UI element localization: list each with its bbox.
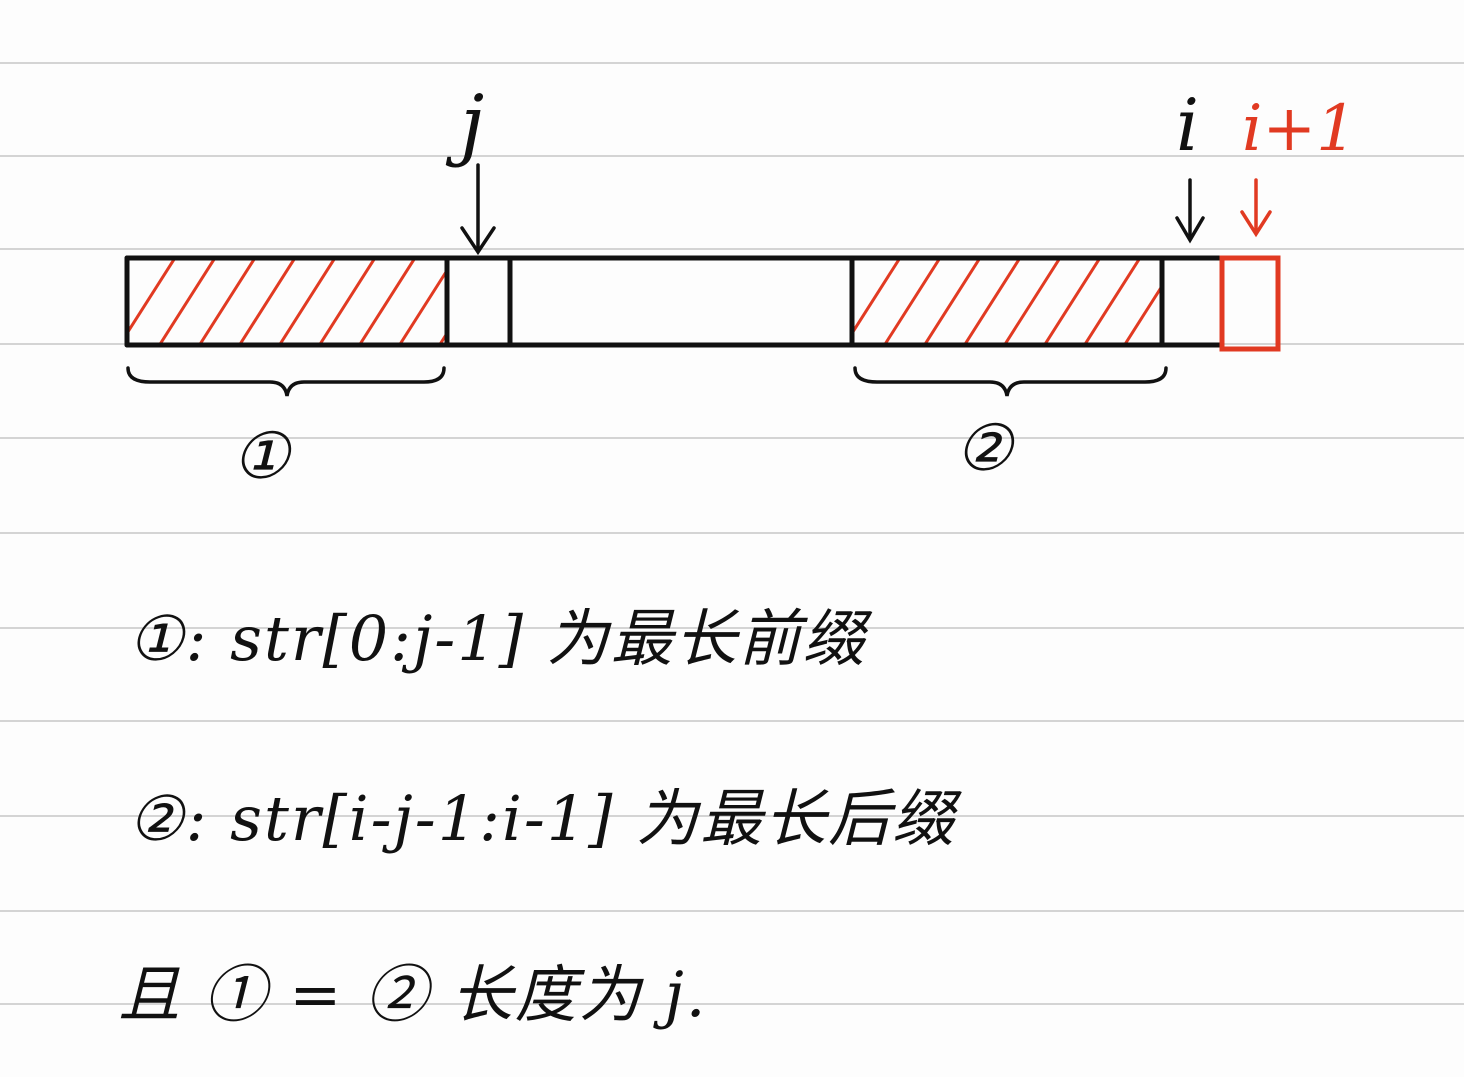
ruled-line xyxy=(0,62,1464,64)
marker-2: ② xyxy=(955,412,1016,486)
ruled-line xyxy=(0,910,1464,912)
note-suffix: ②: str[i-j-1:i-1] 为最长后缀 xyxy=(128,782,957,855)
ruled-line xyxy=(0,248,1464,250)
marker-1: ① xyxy=(232,420,293,494)
next-cell-box xyxy=(1219,255,1281,352)
ruled-line xyxy=(0,720,1464,722)
label-i: i xyxy=(1176,83,1199,167)
ruled-line xyxy=(0,627,1464,629)
prefix-hatch xyxy=(128,259,446,345)
arrow-j-icon xyxy=(460,163,496,256)
label-i-plus-1: i+1 xyxy=(1242,92,1357,166)
brace-prefix xyxy=(126,366,446,397)
note-equality: 且 ① = ② 长度为 j. xyxy=(118,958,708,1031)
brace-suffix xyxy=(853,366,1168,397)
arrow-i-icon xyxy=(1175,178,1205,244)
note-prefix: ①: str[0:j-1] 为最长前缀 xyxy=(128,602,867,675)
arrow-i-plus-1-icon xyxy=(1240,178,1272,238)
string-bar xyxy=(124,255,1225,348)
ruled-line xyxy=(0,437,1464,439)
ruled-line xyxy=(0,532,1464,534)
ruled-line xyxy=(0,155,1464,157)
label-j: j xyxy=(445,79,484,169)
suffix-hatch xyxy=(853,259,1161,345)
ruled-line xyxy=(0,815,1464,817)
ruled-line xyxy=(0,1003,1464,1005)
